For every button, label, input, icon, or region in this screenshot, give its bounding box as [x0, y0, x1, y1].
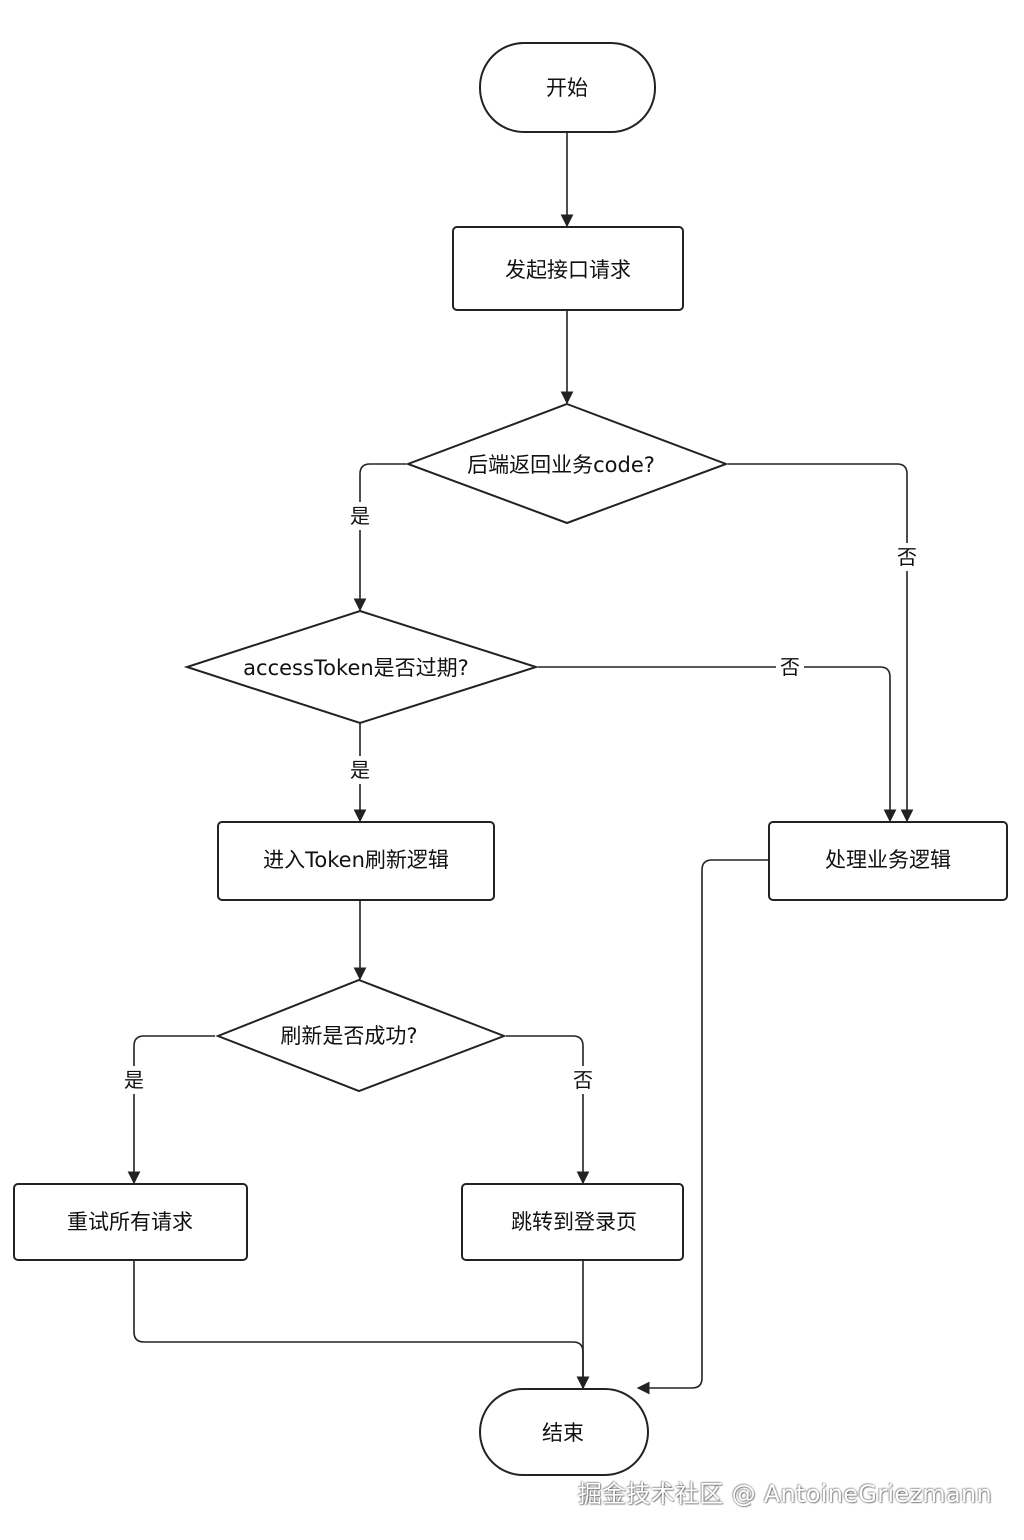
edge-business-code-yes	[353, 463, 406, 612]
edge-business-logic-to-end	[636, 859, 768, 1395]
node-token-expired-label: accessToken是否过期?	[243, 656, 469, 680]
node-refresh-ok-label: 刷新是否成功?	[280, 1024, 417, 1048]
watermark-text: 掘金技术社区 @ AntoineGriezmann	[577, 1480, 992, 1508]
edge-label-bg-yes-code	[346, 502, 374, 530]
node-business-code	[405, 402, 729, 525]
edge-label-no-refresh: 否	[573, 1068, 593, 1092]
node-token-expired	[183, 609, 540, 725]
edge-token-expired-no	[538, 666, 897, 823]
node-end	[479, 1388, 649, 1476]
node-business-logic	[768, 821, 1008, 901]
node-refresh-logic	[217, 821, 495, 901]
node-business-logic-label: 处理业务逻辑	[825, 848, 951, 872]
edge-label-bg-yes-refresh	[120, 1066, 148, 1094]
node-start	[479, 42, 656, 133]
node-business-code-label: 后端返回业务code?	[467, 453, 655, 477]
edge-label-bg-no-expired	[776, 653, 804, 681]
node-start-label: 开始	[546, 76, 588, 100]
edge-label-bg-yes-expired	[346, 756, 374, 784]
edge-refresh-ok-yes	[127, 1035, 215, 1185]
edge-label-bg-no-refresh	[569, 1066, 597, 1094]
node-refresh-ok	[215, 978, 507, 1093]
edge-business-code-no	[728, 463, 914, 823]
node-goto-login	[461, 1183, 684, 1261]
node-retry-all	[13, 1183, 248, 1261]
edge-label-no-code: 否	[897, 545, 917, 569]
node-goto-login-label: 跳转到登录页	[511, 1210, 637, 1234]
edge-refresh-ok-no	[506, 1035, 590, 1185]
node-request	[452, 226, 684, 311]
node-retry-all-label: 重试所有请求	[67, 1210, 193, 1234]
edge-label-yes-code: 是	[350, 504, 370, 528]
node-end-label: 结束	[542, 1421, 584, 1445]
edge-retry-all-to-end	[133, 1260, 590, 1390]
node-refresh-logic-label: 进入Token刷新逻辑	[263, 848, 449, 872]
edge-label-no-expired: 否	[780, 655, 800, 679]
edge-label-bg-no-code	[893, 543, 921, 571]
node-request-label: 发起接口请求	[505, 258, 631, 282]
edge-label-yes-expired: 是	[350, 758, 370, 782]
edge-label-yes-refresh: 是	[124, 1068, 144, 1092]
